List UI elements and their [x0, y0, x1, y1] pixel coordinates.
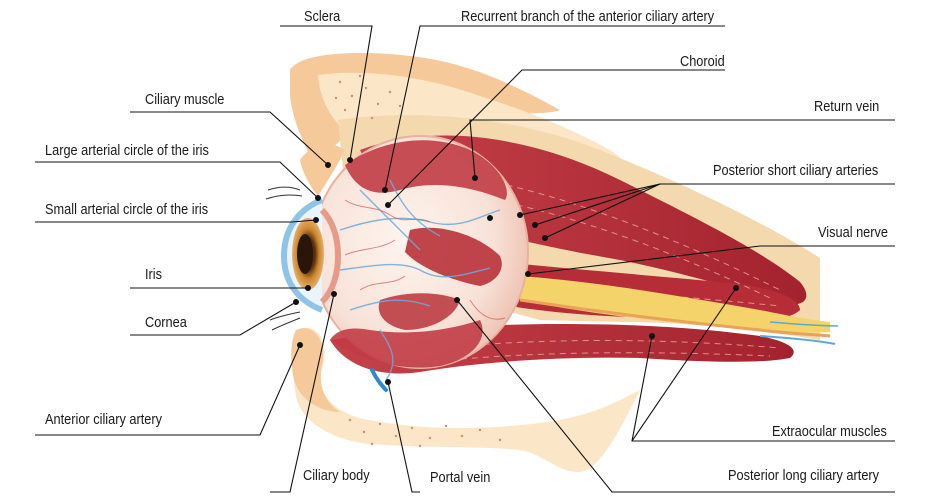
pupil-shape: [297, 234, 313, 274]
label-ciliary-muscle: Ciliary muscle: [145, 92, 225, 108]
nerve-vessel-blue: [759, 335, 836, 345]
label-cornea: Cornea: [145, 315, 187, 331]
globe-muscle-midlower: [378, 293, 460, 330]
eyelashes: [265, 186, 303, 331]
label-return-vein: Return vein: [814, 99, 880, 115]
optic-nerve-sheath: [519, 298, 831, 338]
upper-lid-skin: [300, 144, 345, 196]
globe-muscle-lower: [330, 320, 483, 368]
tissue-dots-lower: [348, 418, 502, 448]
label-recurrent-branch: Recurrent branch of the anterior ciliary…: [461, 9, 715, 25]
label-sclera: Sclera: [304, 9, 341, 25]
label-extraocular-muscles: Extraocular muscles: [772, 424, 887, 440]
label-posterior-long-ciliary: Posterior long ciliary artery: [728, 468, 880, 484]
label-large-arterial-circle: Large arterial circle of the iris: [45, 143, 209, 159]
leader-lines: [35, 25, 895, 493]
globe-muscle-upper: [345, 140, 507, 200]
label-choroid: Choroid: [680, 54, 725, 70]
leader-dots: [293, 157, 739, 385]
label-anterior-ciliary-artery: Anterior ciliary artery: [45, 412, 162, 428]
label-ciliary-body: Ciliary body: [303, 468, 370, 484]
optic-nerve: [520, 276, 830, 333]
ciliary-body-shape: [319, 207, 342, 305]
label-small-arterial-circle: Small arterial circle of the iris: [45, 202, 209, 218]
label-iris: Iris: [145, 267, 163, 283]
label-visual-nerve: Visual nerve: [818, 225, 888, 241]
globe-red-vessels: [344, 199, 506, 320]
label-portal-vein: Portal vein: [430, 470, 491, 486]
lower-cheek-tissue: [292, 327, 640, 473]
nerve-vessel-blue-2: [769, 321, 839, 327]
muscle-striations: [419, 169, 781, 361]
upper-orbit-tissue: [318, 72, 650, 214]
label-posterior-short-ciliary: Posterior short ciliary arteries: [713, 163, 879, 179]
tissue-dots-upper: [334, 74, 402, 120]
lower-lid-skin: [291, 328, 340, 412]
portal-vein-vessel: [370, 368, 388, 392]
